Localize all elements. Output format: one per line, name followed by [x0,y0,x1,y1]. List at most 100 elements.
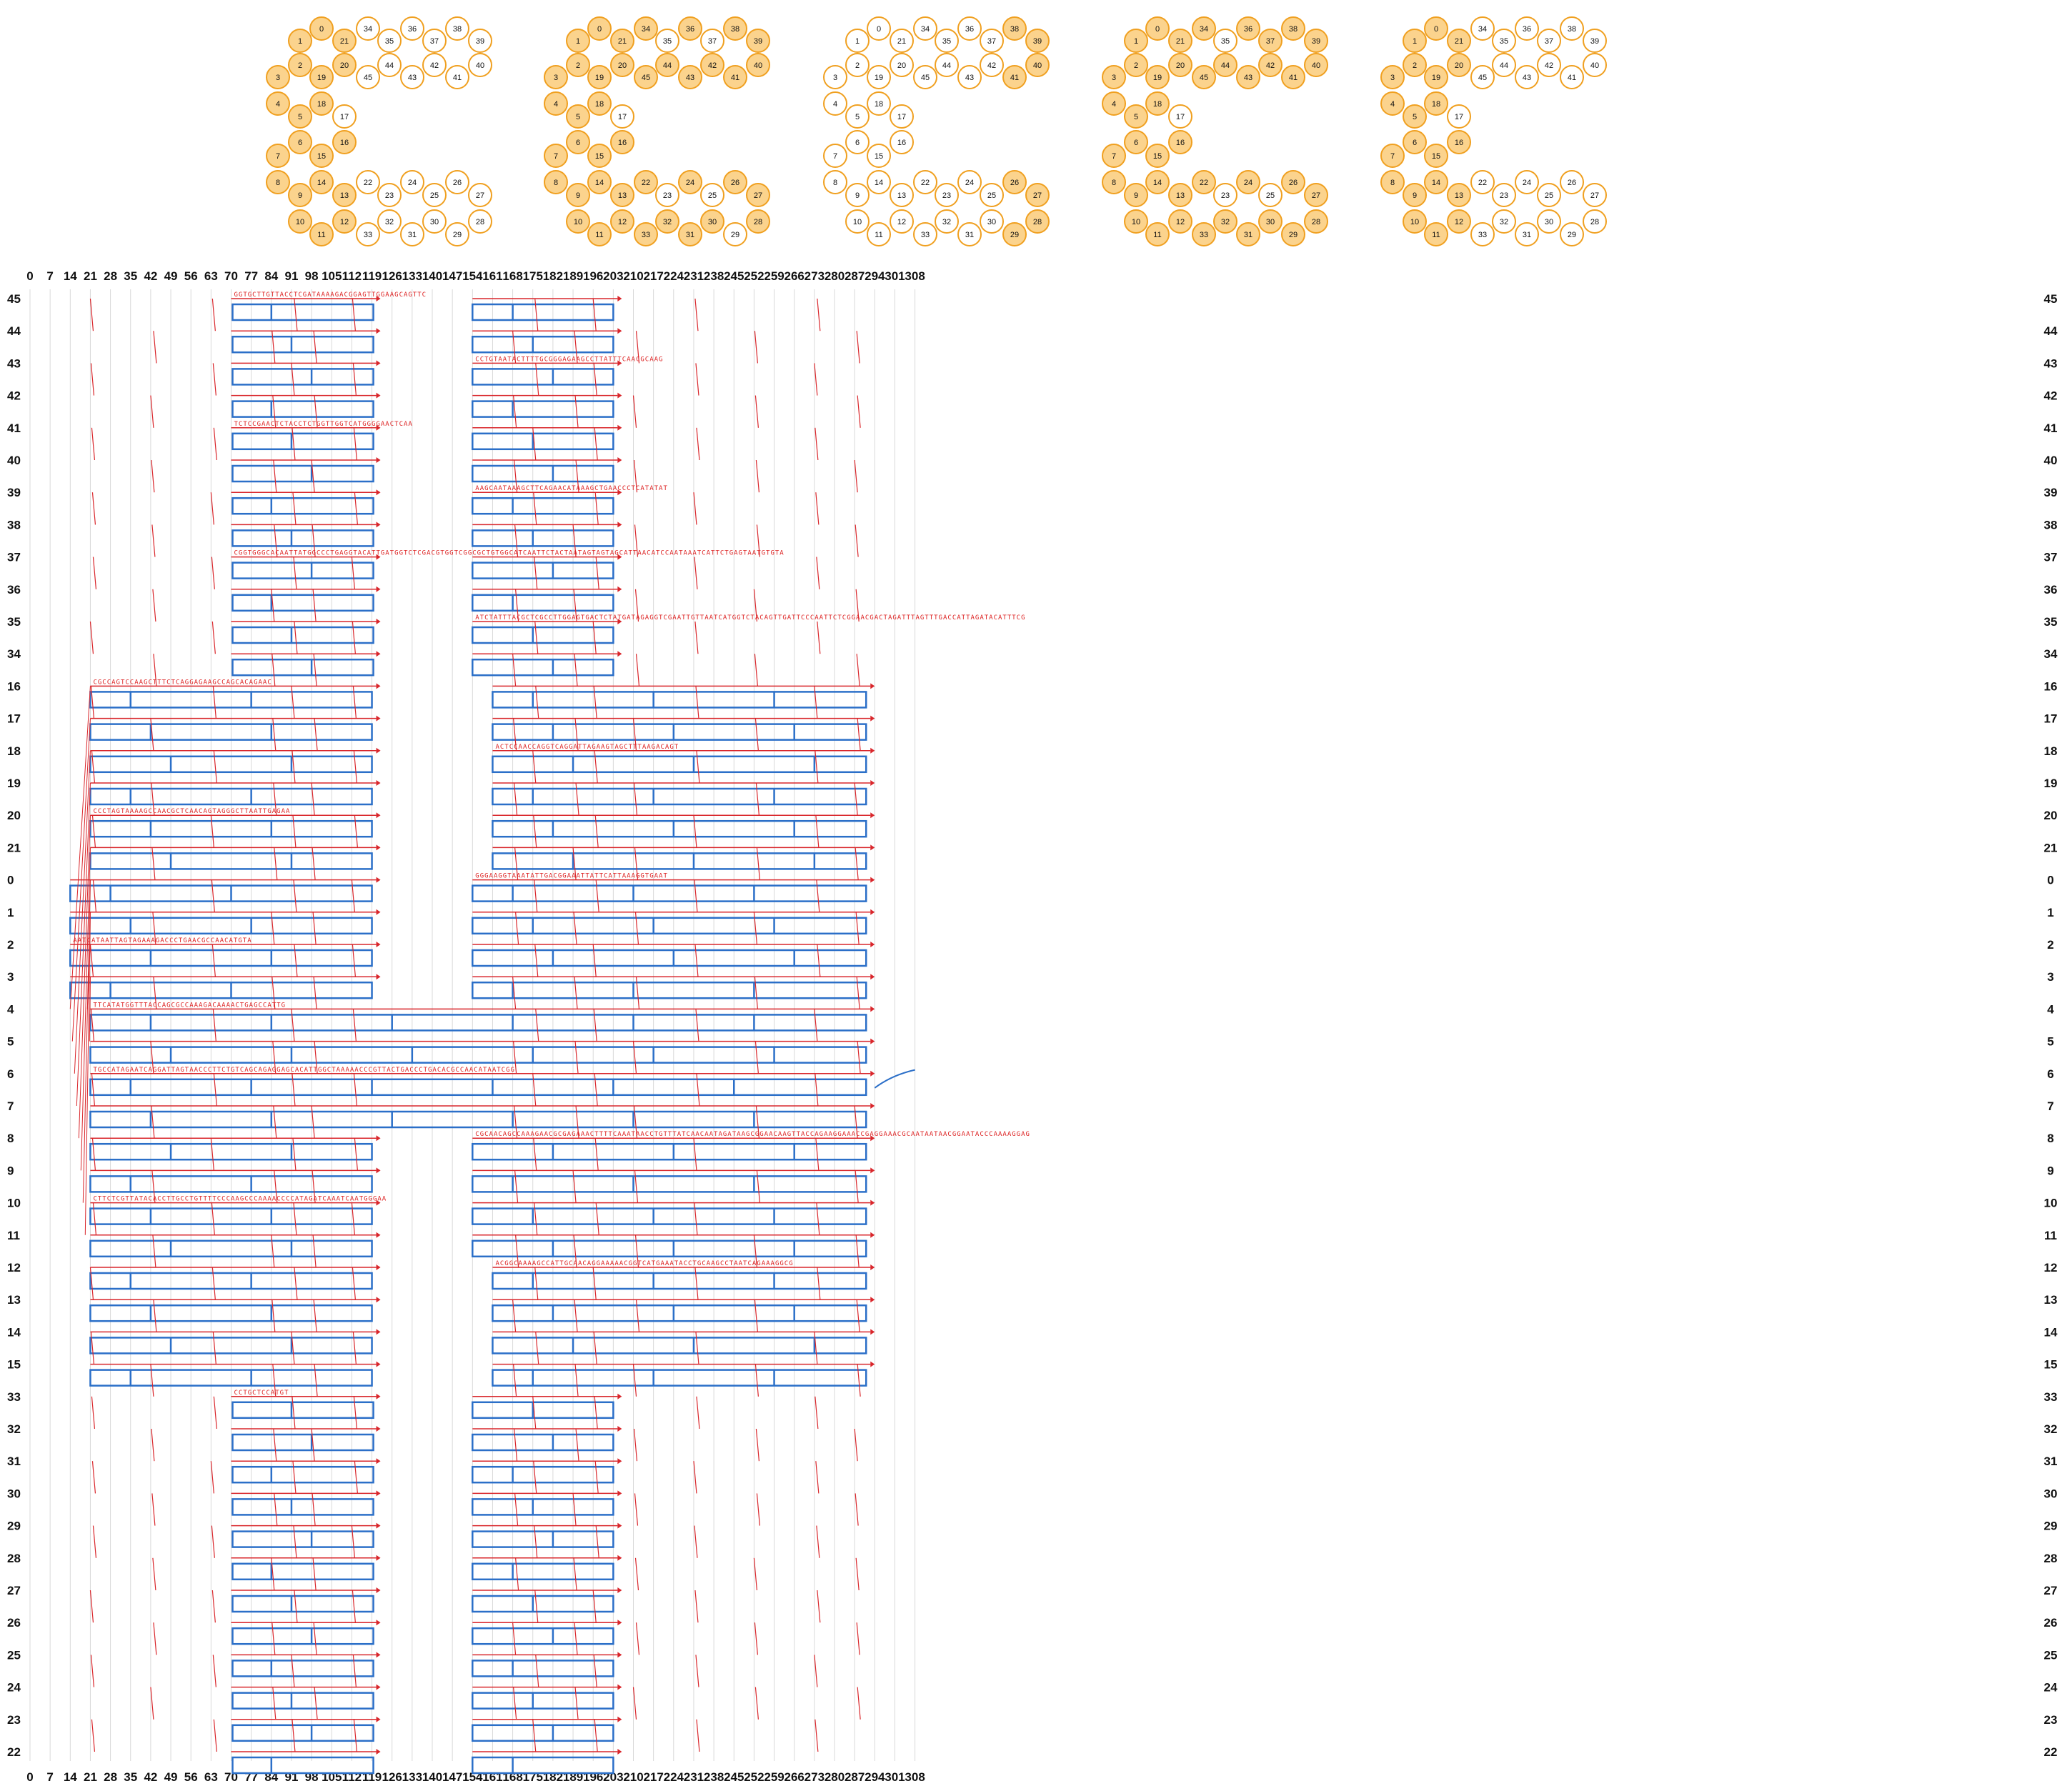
scaffold-domain [492,723,867,741]
crossover-line [574,331,578,364]
staple-arrow [376,328,381,334]
helix-number-4: 4 [276,100,280,109]
helix-number-39: 39 [1590,37,1599,46]
x-tick-label-top: 280 [825,269,845,283]
crossover-line [592,621,597,654]
crossover-line [312,847,316,880]
crossover-line [857,1041,861,1074]
helix-number-10: 10 [296,218,304,226]
crossover-line [312,589,317,622]
scaffold-domain [472,1756,614,1775]
helix-number-9: 9 [298,191,302,200]
helix-number-43: 43 [686,74,694,82]
helix-circle-35 [655,29,679,53]
crossover-line [756,1170,760,1203]
row-label-left: 30 [7,1487,21,1500]
helix-number-45: 45 [1478,74,1487,82]
crossover-line [575,459,579,493]
helix-number-7: 7 [554,152,558,161]
staple-sequence: TCTCCGAACTCTACCTCTGGTTGGTCATGGGGAACTCAA [234,421,413,428]
staple-arrow [376,844,381,851]
crossover-line [595,557,599,589]
scaffold-domain [472,562,614,579]
helix-circle-31 [400,222,424,246]
helix-circle-36 [957,16,982,41]
crossover-line [292,427,296,461]
helix-circle-7 [544,144,568,168]
crossover-line [514,847,519,880]
helix-circle-15 [309,144,334,168]
helix-number-23: 23 [385,191,394,200]
helix-number-14: 14 [1153,179,1162,187]
crossover-line [292,1396,296,1430]
helix-circle-38 [1002,16,1027,41]
helix-number-36: 36 [1523,25,1531,34]
crossover-line [90,686,95,719]
scaffold-domain [472,464,614,483]
staple-sequence: TGCCATAGAATCAGGATTAGTAACCCTTCTGTCAGCAGAG… [93,1067,515,1074]
staple-arrow [376,1135,381,1142]
crossover-line [594,1073,598,1107]
staple-sequence: GGGAAGGTAAATATTGACGGAAATTATTCATTAAAGGTGA… [475,873,668,880]
helix-circle-28 [1025,209,1050,234]
crossover-line [272,1687,277,1720]
x-tick-label-bottom: 140 [422,1770,442,1784]
helix-circle-44 [655,53,679,77]
crossover-line [271,589,275,622]
crossover-line [816,557,820,589]
crossover-line [272,1622,276,1655]
helix-circle-10 [1124,209,1148,234]
crossover-line [634,1234,639,1268]
crossover-line [534,1590,539,1623]
scaffold-domain [89,1272,373,1290]
helix-circle-1 [566,29,590,53]
helix-number-13: 13 [618,191,627,200]
row-label-right: 39 [2044,486,2058,499]
crossover-line [574,1687,579,1720]
crossover-line [535,1009,539,1042]
helix-number-44: 44 [942,61,951,70]
crossover-line [313,1299,317,1332]
scaffold-domain [231,1562,374,1581]
staple-arrow [376,1393,381,1400]
crossover-line [574,1622,578,1655]
crossover-line [313,654,317,687]
helix-circle-28 [746,209,770,234]
crossover-line [595,1525,599,1558]
crossover-line [513,1364,517,1397]
crossover-line [314,1687,318,1720]
helix-number-37: 37 [430,37,439,46]
helix-number-25: 25 [430,191,439,200]
helix-circle-31 [957,222,982,246]
crossover-line [515,1234,519,1268]
helix-circle-37 [422,29,447,53]
helix-circle-23 [377,183,402,207]
crossover-line [89,298,94,331]
helix-number-22: 22 [1478,179,1487,187]
crossover-line [632,1687,637,1720]
crossover-line [855,524,859,557]
helix-number-16: 16 [618,139,627,147]
staple-arrow [617,1620,622,1626]
scaffold-domain [472,432,614,451]
row-label-left: 11 [7,1229,20,1242]
helix-number-7: 7 [276,152,280,161]
staple-arrow [376,1329,381,1335]
x-tick-label-bottom: 210 [623,1770,643,1784]
row-label-left: 2 [7,938,14,952]
crossover-line [211,1267,216,1300]
crossover-line [635,1299,640,1332]
crossover-line [593,363,597,396]
helix-circle-5 [288,104,312,129]
crossover-line [534,1202,538,1235]
helix-circle-28 [1304,209,1328,234]
crossover-line [534,621,539,654]
helix-number-22: 22 [642,179,650,187]
crossover-line [573,912,577,945]
staple-arrow [376,909,381,915]
x-tick-label-bottom: 308 [905,1770,925,1784]
crossover-line [632,395,637,428]
crossover-line [815,492,820,525]
helix-circle-22 [1192,170,1216,194]
staple-arrow [870,715,875,722]
